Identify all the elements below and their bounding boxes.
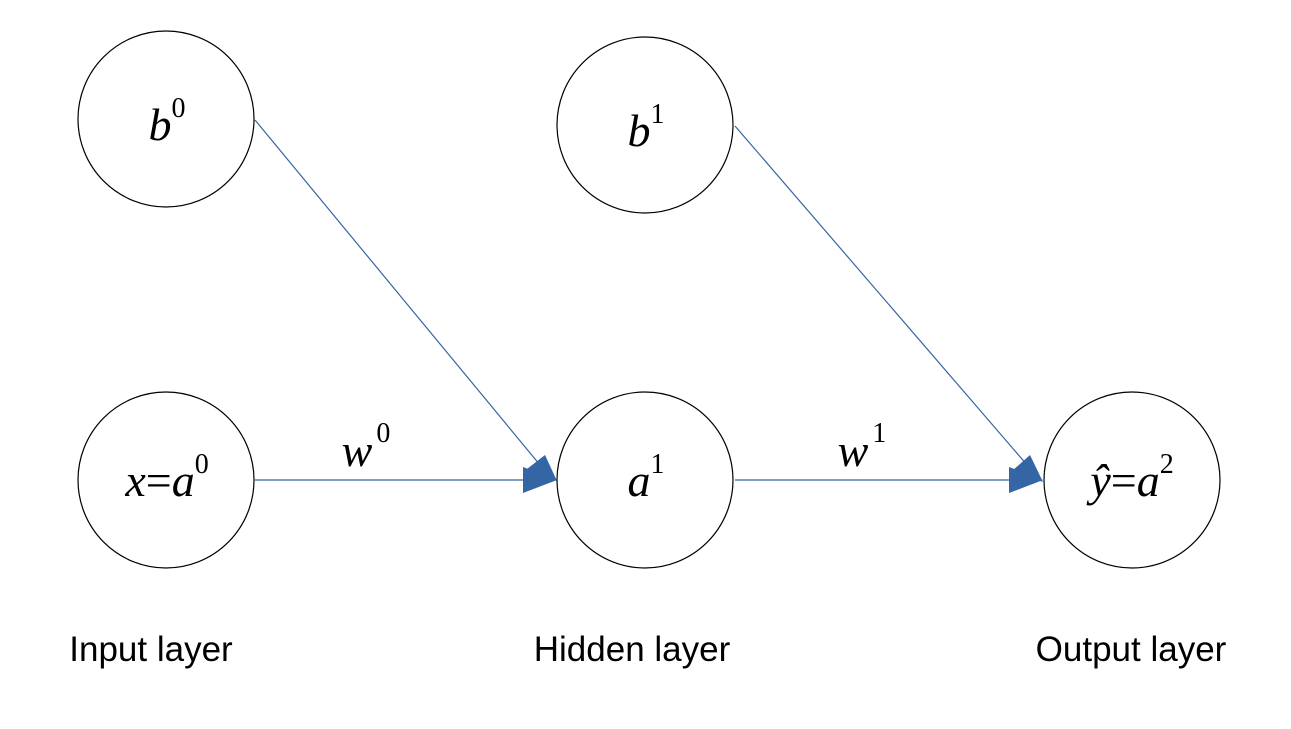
node-input-label: x=a0 [124, 449, 208, 506]
output-layer-caption: Output layer [1036, 630, 1227, 669]
node-hidden: a1 [556, 391, 734, 569]
node-b1-label: b1 [628, 99, 665, 156]
edge-b1-to-yhat [734, 125, 1029, 467]
arrowhead-b0-to-a1 [527, 455, 557, 481]
arrowhead-a1-to-yhat [1009, 467, 1043, 493]
edge-b0-to-a1 [254, 119, 541, 466]
arrowhead-x-to-a1 [523, 467, 557, 493]
arrowhead-b1-to-yhat [1012, 455, 1043, 482]
node-b0-label: b0 [149, 93, 186, 150]
hidden-layer-caption: Hidden layer [534, 630, 731, 669]
node-input: x=a0 [77, 391, 255, 569]
node-b1-circle [556, 36, 734, 214]
edges [254, 119, 1043, 493]
node-output-circle [1043, 391, 1221, 569]
node-output: ŷ=a2 [1043, 391, 1221, 569]
node-hidden-label: a1 [628, 449, 665, 506]
input-layer-caption: Input layer [69, 630, 233, 669]
node-b1: b1 [556, 36, 734, 214]
node-b0-circle [77, 30, 255, 208]
node-output-label: ŷ=a2 [1086, 449, 1173, 506]
node-b0: b0 [77, 30, 255, 208]
node-input-circle [77, 391, 255, 569]
node-hidden-circle [556, 391, 734, 569]
